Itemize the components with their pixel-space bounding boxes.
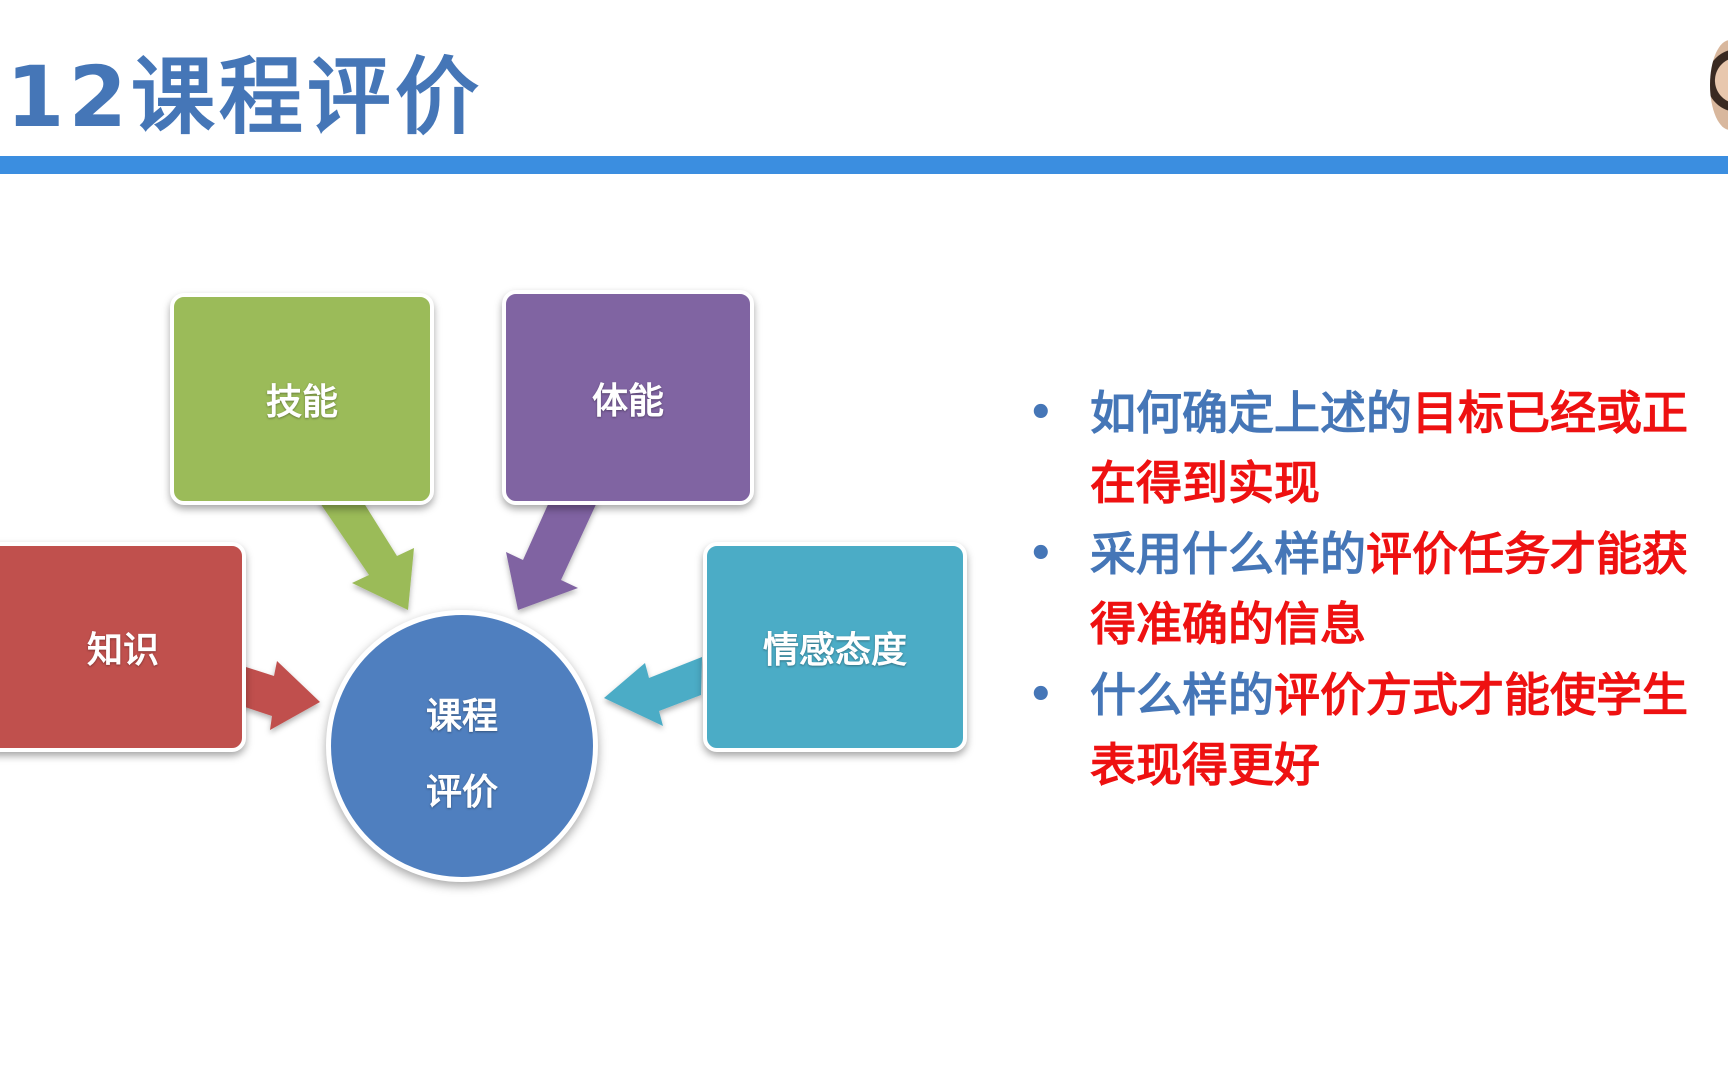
question-normal-text: 什么样的 [1090, 668, 1274, 722]
question-normal-text: 采用什么样的 [1090, 527, 1366, 581]
arrow-physical [506, 500, 598, 610]
node-skills: 技能 [170, 293, 434, 505]
bullet-dot: • [1028, 531, 1054, 577]
node-knowledge-label: 知识 [86, 630, 159, 671]
slide-title: 12课程评价 [6, 48, 483, 146]
node-physical: 体能 [502, 290, 754, 505]
bullet-dot: • [1028, 390, 1054, 436]
arrow-affective [604, 657, 702, 726]
question-emphasis-text: 评价任务才能获得准确的信息 [1090, 527, 1688, 651]
title-divider [0, 156, 1728, 174]
presenter-thumbnail [1710, 40, 1728, 130]
question-item: • 什么样的评价方式才能使学生表现得更好 [1026, 660, 1726, 800]
question-item: • 采用什么样的评价任务才能获得准确的信息 [1026, 519, 1726, 659]
node-skills-label: 技能 [265, 382, 338, 423]
node-knowledge: 知识 [0, 542, 246, 752]
node-affective-label: 情感态度 [762, 630, 907, 671]
question-list: • 如何确定上述的目标已经或正在得到实现 • 采用什么样的评价任务才能获得准确的… [1026, 378, 1726, 801]
node-affective: 情感态度 [703, 542, 967, 752]
center-node-course-evaluation: 课程 评价 [326, 610, 598, 882]
node-physical-label: 体能 [591, 380, 664, 422]
question-normal-text: 如何确定上述的 [1090, 386, 1412, 440]
question-item: • 如何确定上述的目标已经或正在得到实现 [1026, 378, 1726, 518]
question-emphasis-text: 目标已经或正在得到实现 [1090, 386, 1688, 510]
bullet-dot: • [1028, 672, 1054, 718]
center-label-line1: 课程 [425, 696, 498, 737]
arrow-skills [318, 500, 414, 610]
question-emphasis-text: 评价方式才能使学生表现得更好 [1090, 668, 1688, 792]
center-label-line2: 评价 [425, 772, 498, 813]
